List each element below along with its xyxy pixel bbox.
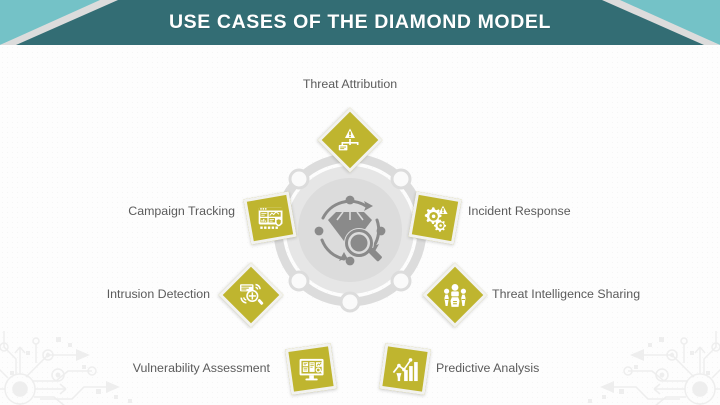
badge-threat-attribution[interactable] [317, 107, 383, 173]
bar-chart-trend-icon [392, 357, 418, 381]
ring-node-s [339, 291, 361, 313]
monitor-scan-icon [299, 358, 323, 380]
label-campaign-tracking: Campaign Tracking [128, 204, 235, 218]
header-band [16, 0, 704, 45]
ring-node-nw [288, 168, 310, 190]
header-stripe-right [600, 0, 720, 45]
radar-search-icon [240, 283, 264, 305]
header-stripe-left [0, 0, 120, 45]
label-vulnerability-assessment: Vulnerability Assessment [132, 361, 270, 375]
label-predictive-analysis: Predictive Analysis [436, 361, 540, 375]
label-incident-response: Incident Response [468, 204, 571, 218]
badge-campaign-tracking[interactable] [243, 191, 297, 245]
ring-node-sw [288, 270, 310, 292]
ring-node-ne [390, 168, 412, 190]
label-threat-attribution: Threat Attribution [302, 77, 398, 91]
badge-vulnerability-assessment[interactable] [285, 343, 337, 395]
label-intrusion-detection: Intrusion Detection [106, 287, 210, 301]
org-chart-alert-icon [338, 128, 359, 151]
diamond-model-diagram: Threat Attribution [0, 45, 720, 405]
page-title: Use Cases of the Diamond Model [168, 11, 551, 33]
slide-header: Use Cases of the Diamond Model [0, 0, 720, 50]
header-banner-shape [0, 0, 720, 45]
diamond-magnifier-icon [314, 195, 386, 266]
gears-alert-icon [424, 205, 448, 232]
badge-threat-intelligence-sharing[interactable] [422, 262, 488, 328]
badge-intrusion-detection[interactable] [218, 262, 284, 328]
dashboard-window-icon [258, 206, 282, 229]
badge-incident-response[interactable] [408, 191, 462, 245]
label-threat-intelligence-sharing: Threat Intelligence Sharing [492, 287, 641, 301]
use-case-nodes: Threat Attribution [0, 45, 720, 405]
ring-node-se [390, 270, 412, 292]
people-sharing-icon [444, 284, 466, 307]
badge-predictive-analysis[interactable] [379, 343, 431, 395]
